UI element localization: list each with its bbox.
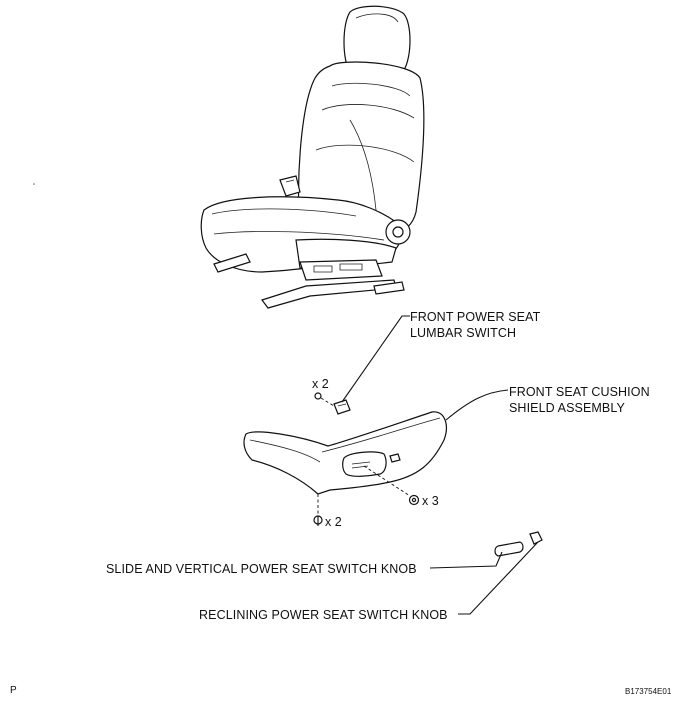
leader-lumbar-switch — [341, 315, 410, 403]
screw-icon — [313, 494, 323, 526]
lumbar-screw-quantity: x 2 — [312, 377, 329, 391]
lumbar-switch-label-line2: LUMBAR SWITCH — [410, 326, 517, 340]
leader-reclining-knob — [458, 541, 539, 615]
seat-illustration-icon — [200, 5, 425, 309]
shield-screw-front-quantity: x 3 — [422, 494, 439, 508]
figure-id: B173754E01 — [625, 687, 672, 696]
shield-screw-bottom-quantity: x 2 — [325, 515, 342, 529]
shield-label-line1: FRONT SEAT CUSHION — [509, 385, 650, 399]
reclining-knob-label: RECLINING POWER SEAT SWITCH KNOB — [199, 608, 448, 622]
lumbar-switch-label-line1: FRONT POWER SEAT — [410, 310, 541, 324]
switch-knob-icon — [529, 531, 543, 545]
screw-icon — [363, 465, 420, 506]
slide-knob-label: SLIDE AND VERTICAL POWER SEAT SWITCH KNO… — [106, 562, 417, 576]
leader-shield — [445, 389, 509, 421]
seat-cushion-shield-icon — [243, 411, 447, 495]
scan-speck — [33, 183, 35, 185]
corner-letter: P — [10, 685, 17, 696]
lumbar-switch-icon — [333, 399, 351, 415]
screw-icon — [314, 392, 335, 407]
leader-slide-knob — [429, 551, 503, 569]
shield-label-line2: SHIELD ASSEMBLY — [509, 401, 625, 415]
switch-knob-icon — [494, 541, 524, 557]
